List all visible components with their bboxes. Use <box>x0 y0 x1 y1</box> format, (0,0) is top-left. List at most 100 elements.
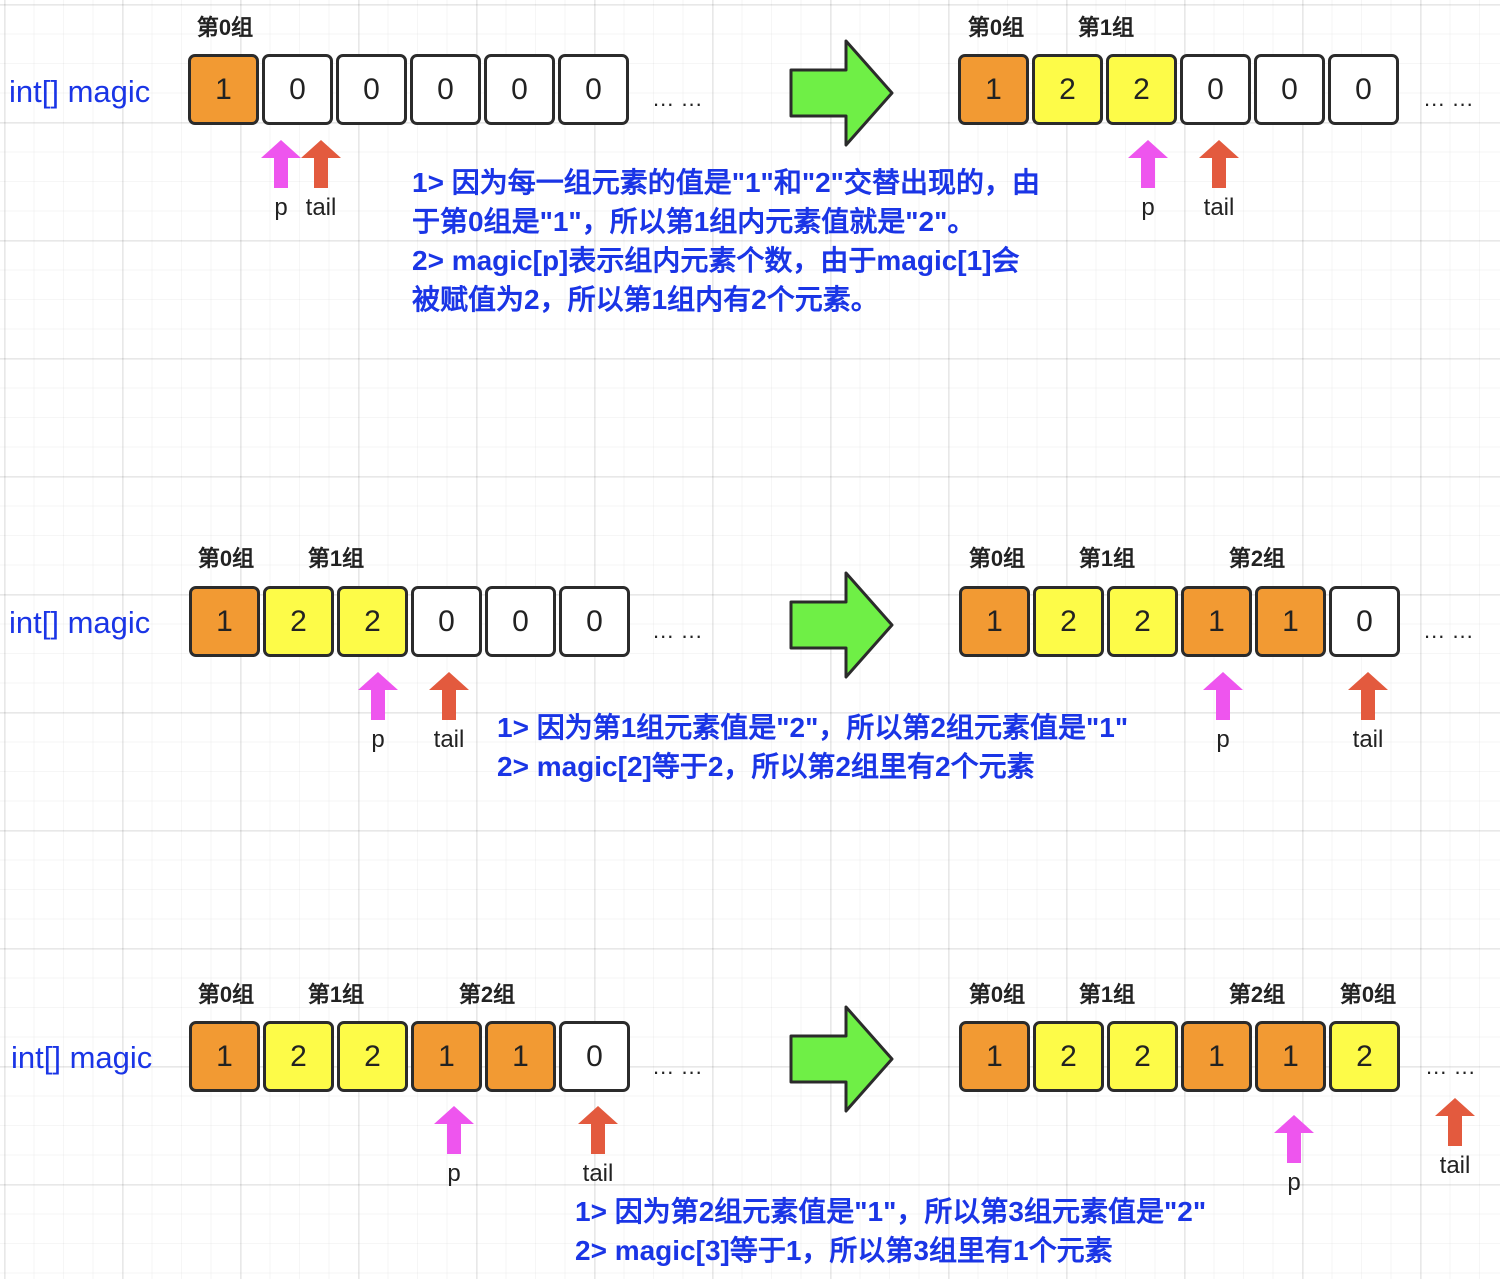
tail-arrow-icon <box>429 672 469 720</box>
group-label: 第2组 <box>1228 982 1286 1007</box>
group-label: 第0组 <box>197 546 255 571</box>
group-label: 第1组 <box>1078 546 1136 571</box>
group-label: 第0组 <box>197 982 255 1007</box>
tail-label: tail <box>582 1160 614 1187</box>
note-line: 被赋值为2，所以第1组内有2个元素。 <box>412 284 879 315</box>
p-pointer: p <box>1274 1115 1314 1197</box>
array-cell: 0 <box>1254 54 1325 125</box>
p-pointer: p <box>1203 672 1243 754</box>
group-label: 第1组 <box>307 546 365 571</box>
p-pointer: p <box>358 672 398 754</box>
p-arrow-icon <box>434 1106 474 1154</box>
group-label: 第2组 <box>1228 546 1286 571</box>
tail-label: tail <box>305 194 337 221</box>
array-cell: 2 <box>1033 586 1104 657</box>
array-after: 1 2 2 0 0 0 <box>958 54 1399 125</box>
array-cell: 0 <box>411 586 482 657</box>
group-label: 第2组 <box>458 982 516 1007</box>
array-before: 1 2 2 1 1 0 <box>189 1021 630 1092</box>
tail-arrow-icon <box>1348 672 1388 720</box>
array-cell: 1 <box>958 54 1029 125</box>
note-line: 于第0组是"1"，所以第1组内元素值就是"2"。 <box>412 206 976 237</box>
note-line: 2> magic[3]等于1，所以第3组里有1个元素 <box>575 1235 1113 1266</box>
p-pointer: p <box>1128 140 1168 222</box>
p-arrow-icon <box>261 140 301 188</box>
group-label: 第0组 <box>968 982 1026 1007</box>
array-cell: 0 <box>336 54 407 125</box>
p-label: p <box>1287 1169 1301 1196</box>
array-variable-label: int[] magic <box>11 1040 153 1075</box>
array-cell: 0 <box>558 54 629 125</box>
array-before: 1 2 2 0 0 0 <box>189 586 630 657</box>
array-cell: 2 <box>1032 54 1103 125</box>
group-label: 第1组 <box>1078 982 1136 1007</box>
array-cell: 1 <box>189 1021 260 1092</box>
tail-pointer: tail <box>1435 1098 1475 1180</box>
tail-label: tail <box>433 726 465 753</box>
array-cell: 2 <box>263 1021 334 1092</box>
array-cell: 1 <box>485 1021 556 1092</box>
array-cell: 2 <box>337 586 408 657</box>
explanation-note: 1> 因为每一组元素的值是"1"和"2"交替出现的，由 于第0组是"1"，所以第… <box>412 163 1040 319</box>
array-cell: 2 <box>337 1021 408 1092</box>
note-line: 1> 因为第2组元素值是"1"，所以第3组元素值是"2" <box>575 1196 1207 1227</box>
tail-label: tail <box>1352 726 1384 753</box>
array-cell: 2 <box>263 586 334 657</box>
array-cell: 0 <box>262 54 333 125</box>
group-label: 第1组 <box>307 982 365 1007</box>
transition-arrow-icon <box>789 571 894 679</box>
array-cell: 1 <box>1255 586 1326 657</box>
p-pointer: p <box>434 1106 474 1188</box>
p-label: p <box>1216 726 1230 753</box>
tail-pointer: tail <box>578 1106 618 1188</box>
ellipsis: ... ... <box>653 86 703 111</box>
tail-arrow-icon <box>301 140 341 188</box>
ellipsis: ... ... <box>653 618 703 643</box>
ellipsis: ... ... <box>653 1054 703 1079</box>
note-line: 1> 因为第1组元素值是"2"，所以第2组元素值是"1" <box>497 712 1129 743</box>
ellipsis: ... ... <box>1424 86 1474 111</box>
group-label: 第1组 <box>1077 15 1135 40</box>
p-pointer: p <box>261 140 301 222</box>
p-arrow-icon <box>1128 140 1168 188</box>
p-arrow-icon <box>1274 1115 1314 1163</box>
array-cell: 0 <box>559 1021 630 1092</box>
array-cell: 0 <box>1180 54 1251 125</box>
tail-arrow-icon <box>1199 140 1239 188</box>
array-cell: 1 <box>189 586 260 657</box>
ellipsis: ... ... <box>1424 618 1474 643</box>
tail-label: tail <box>1439 1152 1471 1179</box>
p-arrow-icon <box>358 672 398 720</box>
p-label: p <box>1141 194 1155 221</box>
tail-arrow-icon <box>578 1106 618 1154</box>
array-cell: 1 <box>1181 586 1252 657</box>
p-label: p <box>371 726 385 753</box>
transition-arrow-icon <box>789 1005 894 1113</box>
array-cell: 2 <box>1107 586 1178 657</box>
array-cell: 1 <box>1181 1021 1252 1092</box>
p-label: p <box>447 1160 461 1187</box>
explanation-note: 1> 因为第2组元素值是"1"，所以第3组元素值是"2" 2> magic[3]… <box>575 1192 1206 1270</box>
array-cell: 2 <box>1033 1021 1104 1092</box>
p-arrow-icon <box>1203 672 1243 720</box>
tail-label: tail <box>1203 194 1235 221</box>
group-label: 第0组 <box>968 546 1026 571</box>
note-line: 1> 因为每一组元素的值是"1"和"2"交替出现的，由 <box>412 167 1040 198</box>
array-cell: 0 <box>1328 54 1399 125</box>
tail-arrow-icon <box>1435 1098 1475 1146</box>
array-cell: 0 <box>559 586 630 657</box>
tail-pointer: tail <box>1348 672 1388 754</box>
array-cell: 2 <box>1107 1021 1178 1092</box>
array-cell: 1 <box>188 54 259 125</box>
tail-pointer: tail <box>429 672 469 754</box>
array-cell: 1 <box>411 1021 482 1092</box>
array-cell: 0 <box>1329 586 1400 657</box>
array-cell: 1 <box>959 586 1030 657</box>
note-line: 2> magic[p]表示组内元素个数，由于magic[1]会 <box>412 245 1020 276</box>
group-label: 第0组 <box>967 15 1025 40</box>
array-cell: 0 <box>484 54 555 125</box>
array-cell: 0 <box>410 54 481 125</box>
array-cell: 2 <box>1106 54 1177 125</box>
explanation-note: 1> 因为第1组元素值是"2"，所以第2组元素值是"1" 2> magic[2]… <box>497 708 1128 786</box>
array-variable-label: int[] magic <box>9 74 151 109</box>
